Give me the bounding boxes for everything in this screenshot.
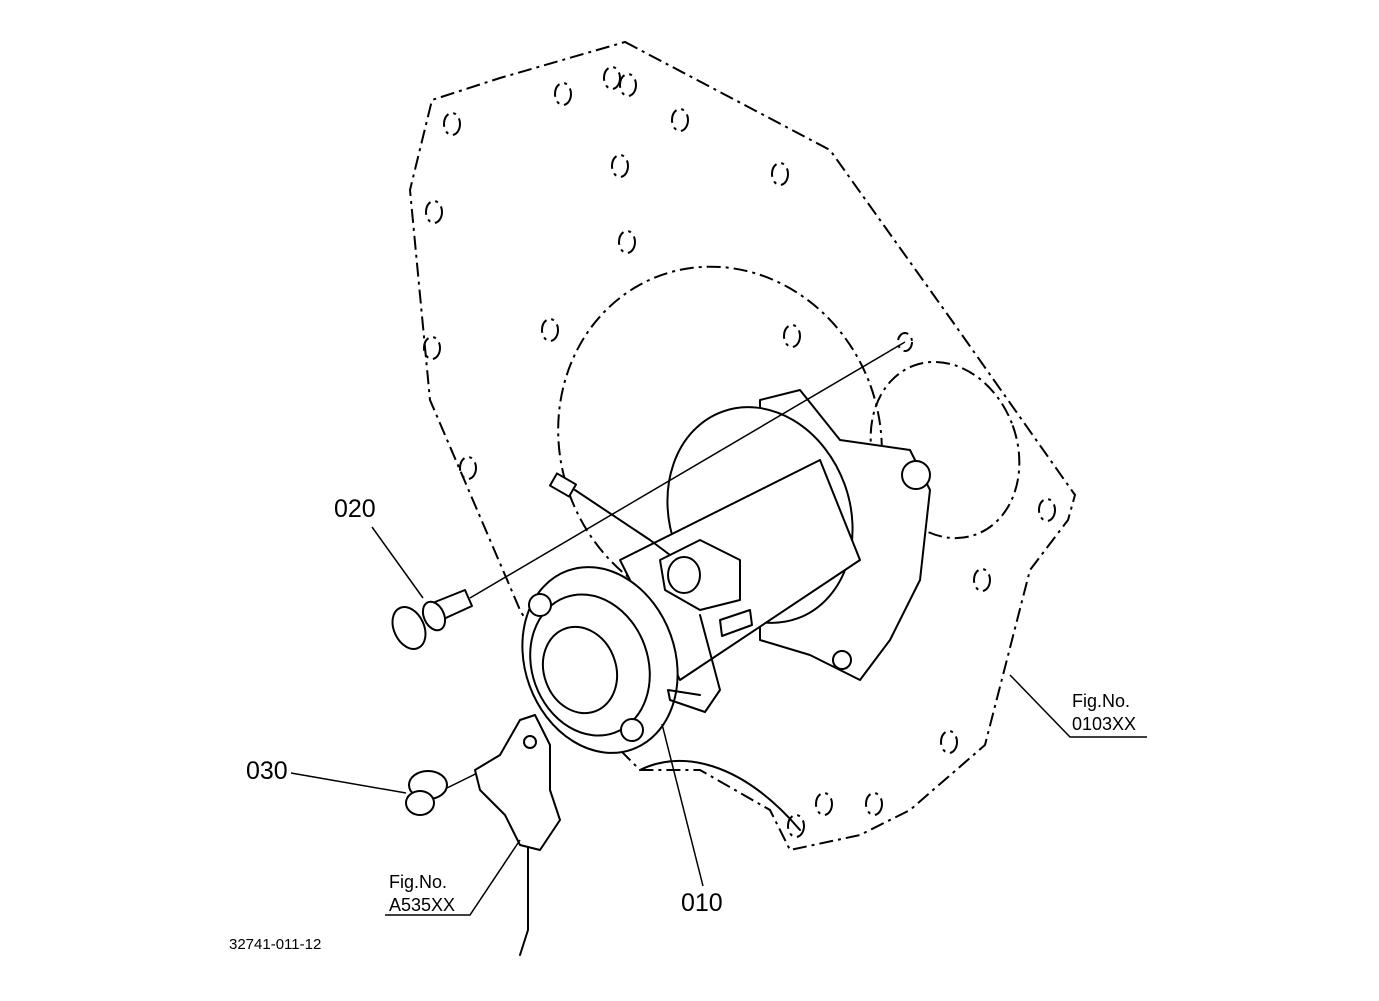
starter-motor	[521, 389, 931, 754]
callout-010: 010	[681, 889, 723, 917]
ground-cable	[639, 759, 801, 831]
figure-ref-terminal-number: A535XX	[389, 895, 456, 915]
bolt-020	[391, 341, 906, 650]
callout-020: 020	[334, 495, 376, 523]
cable-terminal	[474, 714, 561, 956]
leader-lines	[290, 526, 1147, 916]
nut-030	[405, 751, 521, 816]
plate-bolt-holes	[423, 66, 1056, 838]
figure-ref-terminal-label: Fig.No.	[389, 872, 448, 892]
figure-ref-plate-label: Fig.No.	[1072, 691, 1131, 711]
document-id: 32741-011-12	[229, 936, 322, 953]
figure-ref-plate-number: 0103XX	[1072, 714, 1137, 734]
callout-030: 030	[246, 757, 288, 785]
figure-ref-plate: Fig.No. 0103XX	[1072, 690, 1136, 736]
figure-ref-terminal: Fig.No. A535XX	[389, 871, 455, 917]
